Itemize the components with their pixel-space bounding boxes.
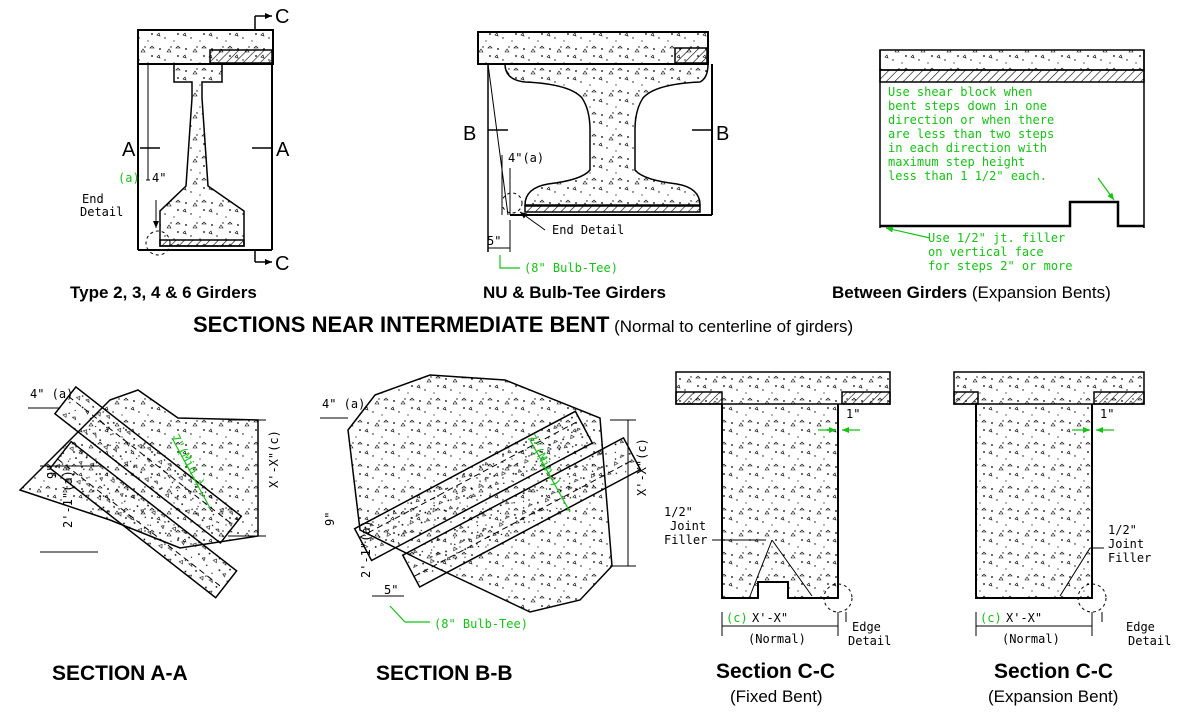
nu-caption: NU & Bulb-Tee Girders [483,283,666,302]
section-cc-fixed-filler-2: Joint [670,519,706,533]
section-aa-dim-xx: X'-X"(c) [267,430,281,488]
svg-text:bent steps down in one: bent steps down in one [888,99,1047,113]
section-cc-exp-edge-2: Detail [1128,634,1171,648]
section-cc-exp-xx: X'-X" [1006,611,1042,625]
type2-caption: Type 2, 3, 4 & 6 Girders [70,283,257,302]
section-bb-drawing [320,374,642,623]
svg-text:are less than two steps: are less than two steps [888,127,1054,141]
section-cc-exp-dim-1: 1" [1100,407,1114,421]
svg-text:less than 1 1/2" each.: less than 1 1/2" each. [888,169,1047,183]
type2-dim-a: (a) [118,171,140,185]
nu-end-detail: End Detail [552,223,624,237]
type2-end-detail-line1: End [82,192,104,206]
section-cc-exp-title: Section C-C [994,660,1113,683]
section-aa-dim-21: 2'-1"(a) [61,470,75,528]
svg-text:Use 1/2" jt. filler: Use 1/2" jt. filler [928,231,1065,245]
svg-text:maximum step height: maximum step height [888,155,1025,169]
nu-section-b-left: B [463,123,476,145]
section-cc-expansion-drawing [953,371,1145,636]
section-cc-exp-subtitle: (Expansion Bent) [988,687,1118,706]
section-cc-fixed-filler-3: Filler [664,533,707,547]
svg-text:on vertical face: on vertical face [928,245,1044,259]
section-cc-fixed-drawing [675,371,891,636]
section-aa-dim-4a: 4" (a) [30,387,73,401]
between-girders-note1: Use shear block when bent steps down in … [888,85,1054,183]
between-caption: Between Girders (Expansion Bents) [832,283,1111,302]
section-cc-fixed-subtitle: (Fixed Bent) [730,687,823,706]
section-bb-dim-9: 9" [323,512,337,526]
type2-girder-section [137,13,274,265]
type2-dim-4in: 4" [152,171,166,185]
section-cc-exp-xx-c: (c) [980,611,1002,625]
section-cc-fixed-dim-1: 1" [846,407,860,421]
section-bb-dim-xx: X'-X"(c) [635,438,649,496]
section-cc-fixed-edge-1: Edge [852,620,881,634]
svg-text:direction or when there: direction or when there [888,113,1054,127]
section-cc-exp-edge-1: Edge [1126,620,1155,634]
svg-text:Use shear block when: Use shear block when [888,85,1033,99]
nu-section-b-right: B [716,123,729,145]
section-cc-fixed-xx: X'-X" [752,611,788,625]
section-bb-dim-5: 5" [384,583,398,597]
section-cc-exp-normal: (Normal) [1002,632,1060,646]
between-girders-note2: Use 1/2" jt. filler on vertical face for… [928,231,1073,273]
section-cc-fixed-title: Section C-C [716,660,835,683]
section-cc-fixed-edge-2: Detail [848,634,891,648]
section-aa-drawing [18,385,266,599]
section-bb-bulb-tee: (8" Bulb-Tee) [434,617,528,631]
svg-text:for steps 2" or more: for steps 2" or more [928,259,1073,273]
sections-heading: SECTIONS NEAR INTERMEDIATE BENT (Normal … [193,312,853,337]
nu-girder-section [477,31,713,269]
section-bb-dim-21: 2'-1"(a) [359,520,373,578]
section-cc-fixed-normal: (Normal) [748,632,806,646]
section-bb-dim-4a: 4" (a) [322,397,365,411]
type2-section-c-bottom: C [275,253,289,275]
section-cc-fixed-xx-c: (c) [726,611,748,625]
section-cc-exp-filler-1: 1/2" [1108,523,1137,537]
between-girders-section [879,49,1145,239]
section-cc-exp-filler-3: Filler [1108,551,1151,565]
section-cc-exp-filler-2: Joint [1108,537,1144,551]
svg-text:in each direction with: in each direction with [888,141,1047,155]
type2-section-a-right: A [276,139,290,161]
section-aa-title: SECTION A-A [52,662,188,685]
nu-dim-4in-a: 4"(a) [508,151,544,165]
type2-end-detail-line2: Detail [80,205,123,219]
nu-dim-5in: 5" [487,234,501,248]
type2-section-a-left: A [122,139,136,161]
section-bb-title: SECTION B-B [376,662,513,685]
section-aa-dim-9: 9" [45,465,59,479]
section-cc-fixed-filler-1: 1/2" [664,505,693,519]
nu-bulb-tee-note: (8" Bulb-Tee) [524,261,618,275]
type2-section-c-top: C [275,6,289,28]
